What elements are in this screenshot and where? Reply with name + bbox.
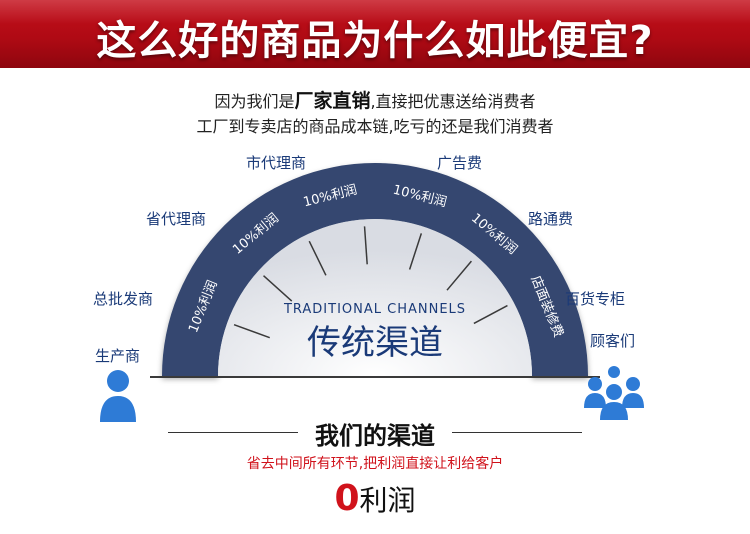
zero-number: 0 — [334, 478, 360, 519]
label-producer: 生产商 — [95, 347, 141, 365]
divider-right — [452, 432, 582, 433]
producer-person-icon — [100, 370, 136, 422]
arch-ticks — [233, 226, 508, 339]
intro-suffix: ,直接把优惠送给消费者 — [370, 92, 536, 111]
arch-inner-area — [218, 219, 532, 376]
zero-text: 利润 — [359, 484, 416, 517]
label-department-counter: 百货专柜 — [565, 290, 626, 308]
label-customers: 顾客们 — [590, 332, 636, 350]
banner-shine — [0, 0, 750, 24]
label-province-agent: 省代理商 — [146, 210, 207, 228]
our-channel-subtitle: 省去中间所有环节,把利润直接让利给客户 — [246, 456, 504, 472]
intro-line-2: 工厂到专卖店的商品成本链,吃亏的还是我们消费者 — [196, 117, 554, 136]
traditional-channels-label: TRADITIONAL CHANNELS — [283, 302, 466, 317]
label-road-fee: 路通费 — [528, 210, 574, 228]
traditional-channels-title: 传统渠道 — [307, 323, 443, 363]
arch-tick — [408, 233, 423, 270]
arch-tick — [233, 323, 271, 339]
customers-group-icon — [584, 366, 644, 420]
zero-profit: 0利润 — [0, 478, 750, 519]
intro-prefix: 因为我们是 — [214, 92, 295, 111]
our-channel-title: 我们的渠道 — [315, 422, 435, 450]
divider-left — [168, 432, 298, 433]
label-city-agent: 市代理商 — [246, 154, 307, 172]
header-banner: 这么好的商品为什么如此便宜? — [0, 0, 750, 68]
arch-tick — [446, 260, 472, 291]
arch-tick — [308, 240, 327, 276]
intro-highlight: 厂家直销 — [294, 90, 371, 112]
label-ad-fee: 广告费 — [437, 154, 483, 172]
arch-tick — [363, 226, 368, 265]
arch-outer-band — [162, 163, 588, 376]
label-wholesaler: 总批发商 — [93, 290, 154, 308]
arch-tick — [473, 304, 508, 325]
banner-title: 这么好的商品为什么如此便宜? — [96, 18, 654, 64]
intro-line-1: 因为我们是厂家直销,直接把优惠送给消费者 — [0, 86, 750, 113]
arch-tick — [263, 275, 293, 302]
